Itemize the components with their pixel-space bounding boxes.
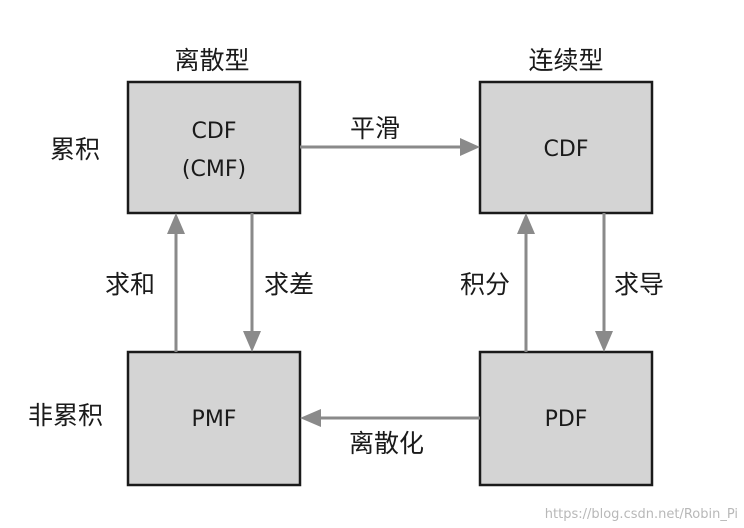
arrow-label-discretize: 离散化 [349,429,424,458]
arrow-discretize [300,409,480,427]
header-discrete: 离散型 [174,46,249,75]
box-discrete-cdf-line2: (CMF) [182,157,246,182]
arrow-label-derivative: 求导 [614,270,664,299]
row-label-non-cumulative: 非累积 [28,401,103,430]
box-pmf: PMF [126,350,302,487]
row-label-cumulative: 累积 [50,135,100,164]
box-pdf: PDF [478,350,654,487]
arrow-label-integrate: 积分 [460,270,510,299]
arrow-difference [243,213,261,352]
arrow-label-sum: 求和 [105,270,155,299]
arrow-integrate [517,213,535,352]
arrow-derivative [595,213,613,352]
arrow-label-smooth: 平滑 [350,114,400,143]
box-pdf-label: PDF [545,407,588,432]
arrow-label-difference: 求差 [264,270,314,299]
box-discrete-cdf-line1: CDF [192,119,237,144]
box-pmf-label: PMF [192,407,237,432]
box-continuous-cdf-label: CDF [544,137,589,162]
box-discrete-cdf: CDF (CMF) [126,80,302,215]
box-continuous-cdf: CDF [478,80,654,215]
arrow-smooth [300,138,480,156]
watermark: https://blog.csdn.net/Robin_Pi [545,507,738,522]
header-continuous: 连续型 [528,46,603,75]
arrow-sum [167,213,185,352]
